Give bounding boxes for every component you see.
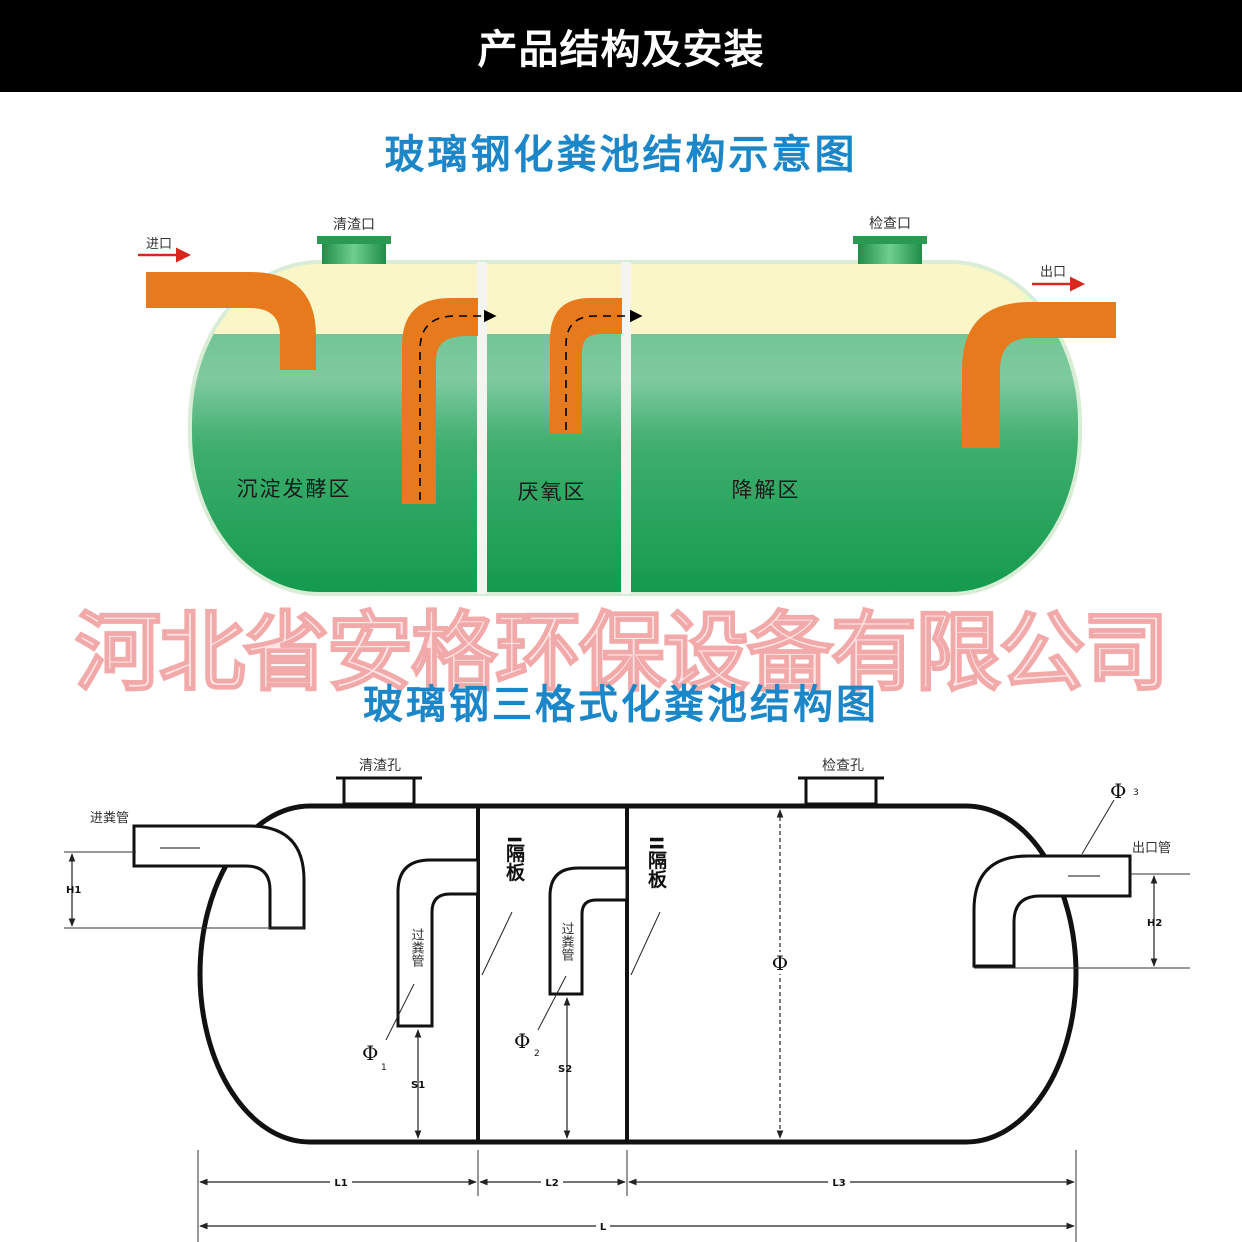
outlet-pipe-label: 出口管 [1132, 841, 1171, 856]
h2-label: H2 [1147, 918, 1162, 929]
transfer-pipe-2-outline [548, 866, 629, 996]
partition-1 [477, 262, 487, 594]
l2-label: L2 [545, 1178, 558, 1189]
phi2-label: Φ [514, 1029, 530, 1053]
l-label: L [600, 1222, 607, 1233]
s1-label: S1 [411, 1080, 425, 1091]
transfer-pipe-1-label: 过粪管 [409, 928, 425, 968]
zone-label-settling: 沉淀发酵区 [237, 477, 352, 501]
transfer-pipe-1 [402, 298, 478, 504]
partition-2-label: II隔板 [645, 836, 667, 889]
phi2-subscript: 2 [534, 1049, 540, 1059]
inlet-pipe-label: 进粪管 [90, 811, 129, 826]
outlet-label: 出口 [1040, 265, 1066, 280]
inlet-label: 进口 [146, 237, 172, 252]
l3-label: L3 [832, 1178, 845, 1189]
diagram1-title: 玻璃钢化粪池结构示意图 [384, 132, 858, 178]
flow-arrow-2 [565, 309, 643, 430]
partition-2 [621, 262, 631, 594]
transfer-pipe-2-label: 过粪管 [559, 922, 575, 962]
diagram2-title: 玻璃钢三格式化粪池结构图 [363, 682, 879, 728]
page-title: 产品结构及安装 [477, 27, 765, 73]
inlet-pipe [146, 272, 316, 370]
phi3-subscript: 3 [1133, 788, 1139, 798]
outlet-pipe-outline [972, 854, 1132, 968]
cleanout-hole [342, 776, 416, 806]
outlet-pipe [962, 302, 1116, 448]
company-watermark: 河北省安格环保设备有限公司 [74, 601, 1170, 704]
l1-label: L1 [334, 1178, 347, 1189]
zone-label-anaerobic: 厌氧区 [518, 480, 587, 504]
cleanout-hole-label: 清渣孔 [359, 758, 401, 774]
tank-outline [197, 803, 1079, 1145]
inspection-riser [853, 236, 927, 264]
inspection-hole-label: 检查孔 [822, 758, 864, 774]
s2-label: S2 [558, 1064, 572, 1075]
inspection-label: 检查口 [869, 216, 911, 232]
transfer-pipe-1-outline [396, 858, 480, 1028]
phi1-label: Φ [362, 1041, 378, 1065]
inspection-hole [804, 776, 878, 806]
header-bar: 产品结构及安装 [0, 0, 1242, 92]
zone-label-degradation: 降解区 [732, 478, 801, 502]
partition-1-label: I隔板 [503, 836, 525, 882]
cleanout-riser [317, 236, 391, 264]
cleanout-label: 清渣口 [333, 217, 375, 233]
phi3-label: Φ [1110, 779, 1126, 803]
diameter-label: Φ [772, 951, 788, 975]
h1-label: H1 [66, 885, 81, 896]
phi1-subscript: 1 [381, 1063, 387, 1073]
